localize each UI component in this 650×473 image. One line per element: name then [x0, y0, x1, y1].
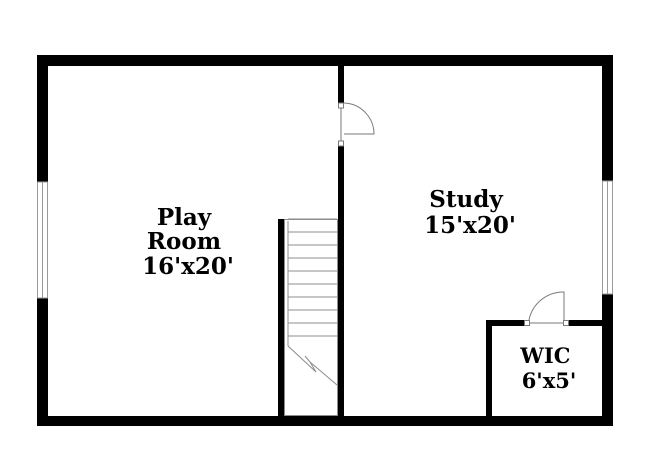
wic-door — [524, 291, 569, 326]
wic-wall-top-right — [568, 320, 602, 326]
study-label: Study 15'x20' — [424, 186, 516, 239]
exterior-walls — [37, 55, 613, 426]
right-window — [602, 180, 613, 295]
left-wall-upper — [37, 55, 48, 182]
right-wall-upper — [602, 55, 613, 181]
study-dimensions: 15'x20' — [424, 212, 516, 239]
center-wall-lower — [338, 146, 344, 416]
left-window — [37, 181, 48, 299]
stair-wall — [278, 219, 284, 416]
wic-wall-left — [486, 320, 492, 416]
staircase — [284, 218, 338, 416]
top-wall — [37, 55, 613, 66]
study-name: Study — [429, 186, 503, 213]
study-door — [338, 102, 375, 147]
interior-walls — [278, 66, 602, 416]
wic-label: WIC 6'x5' — [519, 343, 577, 393]
wic-name: WIC — [519, 343, 570, 368]
play-room-name-line1: Play — [157, 204, 212, 231]
play-room-label: Play Room 16'x20' — [142, 204, 234, 280]
bottom-wall — [37, 416, 613, 426]
right-wall-lower — [602, 294, 613, 426]
left-wall-lower — [37, 298, 48, 426]
play-room-name-line2: Room — [147, 228, 221, 255]
wic-wall-top-left — [486, 320, 529, 326]
center-wall-upper — [338, 66, 344, 103]
wic-dimensions: 6'x5' — [522, 368, 577, 393]
play-room-dimensions: 16'x20' — [142, 253, 234, 280]
